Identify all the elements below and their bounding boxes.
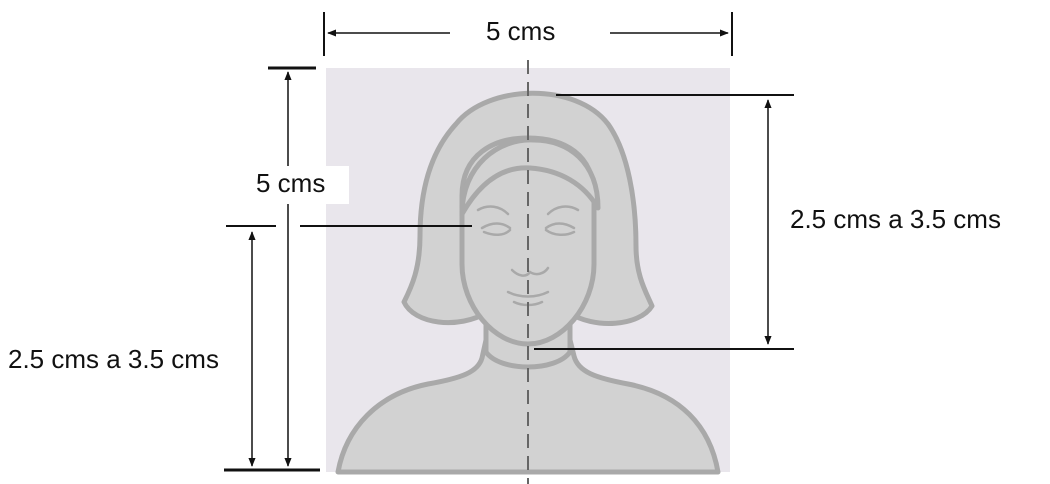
head-height-label: 2.5 cms a 3.5 cms (790, 204, 1001, 234)
photo-height-label: 5 cms (246, 166, 350, 204)
eye-height-label: 2.5 cms a 3.5 cms (8, 344, 219, 374)
photo-width-label: 5 cms (478, 18, 564, 44)
